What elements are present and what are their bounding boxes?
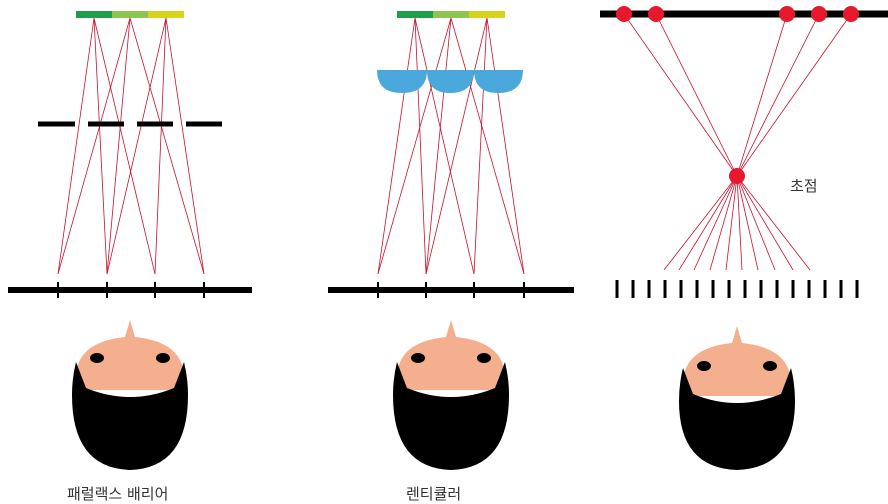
lenticular-label: 렌티큘러: [406, 485, 462, 503]
head-face: [397, 320, 505, 390]
lens: [377, 70, 427, 93]
left-eye: [697, 361, 711, 371]
source-dot: [616, 6, 632, 22]
display-segment-yellow: [469, 11, 505, 18]
display-segment-lightgreen: [433, 11, 469, 18]
lens: [474, 70, 523, 93]
display-strip: [397, 11, 505, 18]
left-eye: [90, 353, 104, 363]
right-eye: [763, 361, 777, 371]
viewer-head: [72, 320, 188, 470]
viewer-head: [679, 326, 795, 470]
source-dot: [648, 6, 664, 22]
viewer-head: [393, 320, 509, 470]
display-strip: [76, 11, 184, 18]
source-dot: [811, 6, 827, 22]
source-dot: [843, 6, 859, 22]
light-rays: [377, 17, 525, 275]
display-segment-green: [397, 11, 433, 18]
focal-point-dot: [729, 168, 745, 184]
beard: [679, 368, 795, 470]
beard: [393, 362, 509, 470]
light-rays: [57, 17, 205, 275]
left-eye: [411, 353, 425, 363]
source-dots: [616, 6, 859, 22]
beard: [72, 362, 188, 470]
eye-baseline: [328, 282, 574, 298]
right-eye: [156, 353, 170, 363]
light-rays: [623, 13, 852, 271]
eye-baseline: [8, 282, 252, 298]
display-segment-green: [76, 11, 112, 18]
lenticular-lenses: [377, 70, 523, 93]
lenticular-panel: [328, 11, 574, 470]
focal-point-panel: [600, 6, 888, 470]
lens: [427, 70, 474, 93]
head-face: [683, 326, 791, 396]
parallax-barrier-panel: [8, 11, 252, 470]
right-eye: [477, 353, 491, 363]
focal-point-label: 초점: [790, 177, 818, 195]
source-dot: [779, 6, 795, 22]
pixel-ticks: [615, 280, 859, 298]
parallax-barrier-label: 패럴랙스 배리어: [67, 485, 169, 503]
head-face: [76, 320, 184, 390]
display-segment-lightgreen: [112, 11, 148, 18]
display-segment-yellow: [148, 11, 184, 18]
